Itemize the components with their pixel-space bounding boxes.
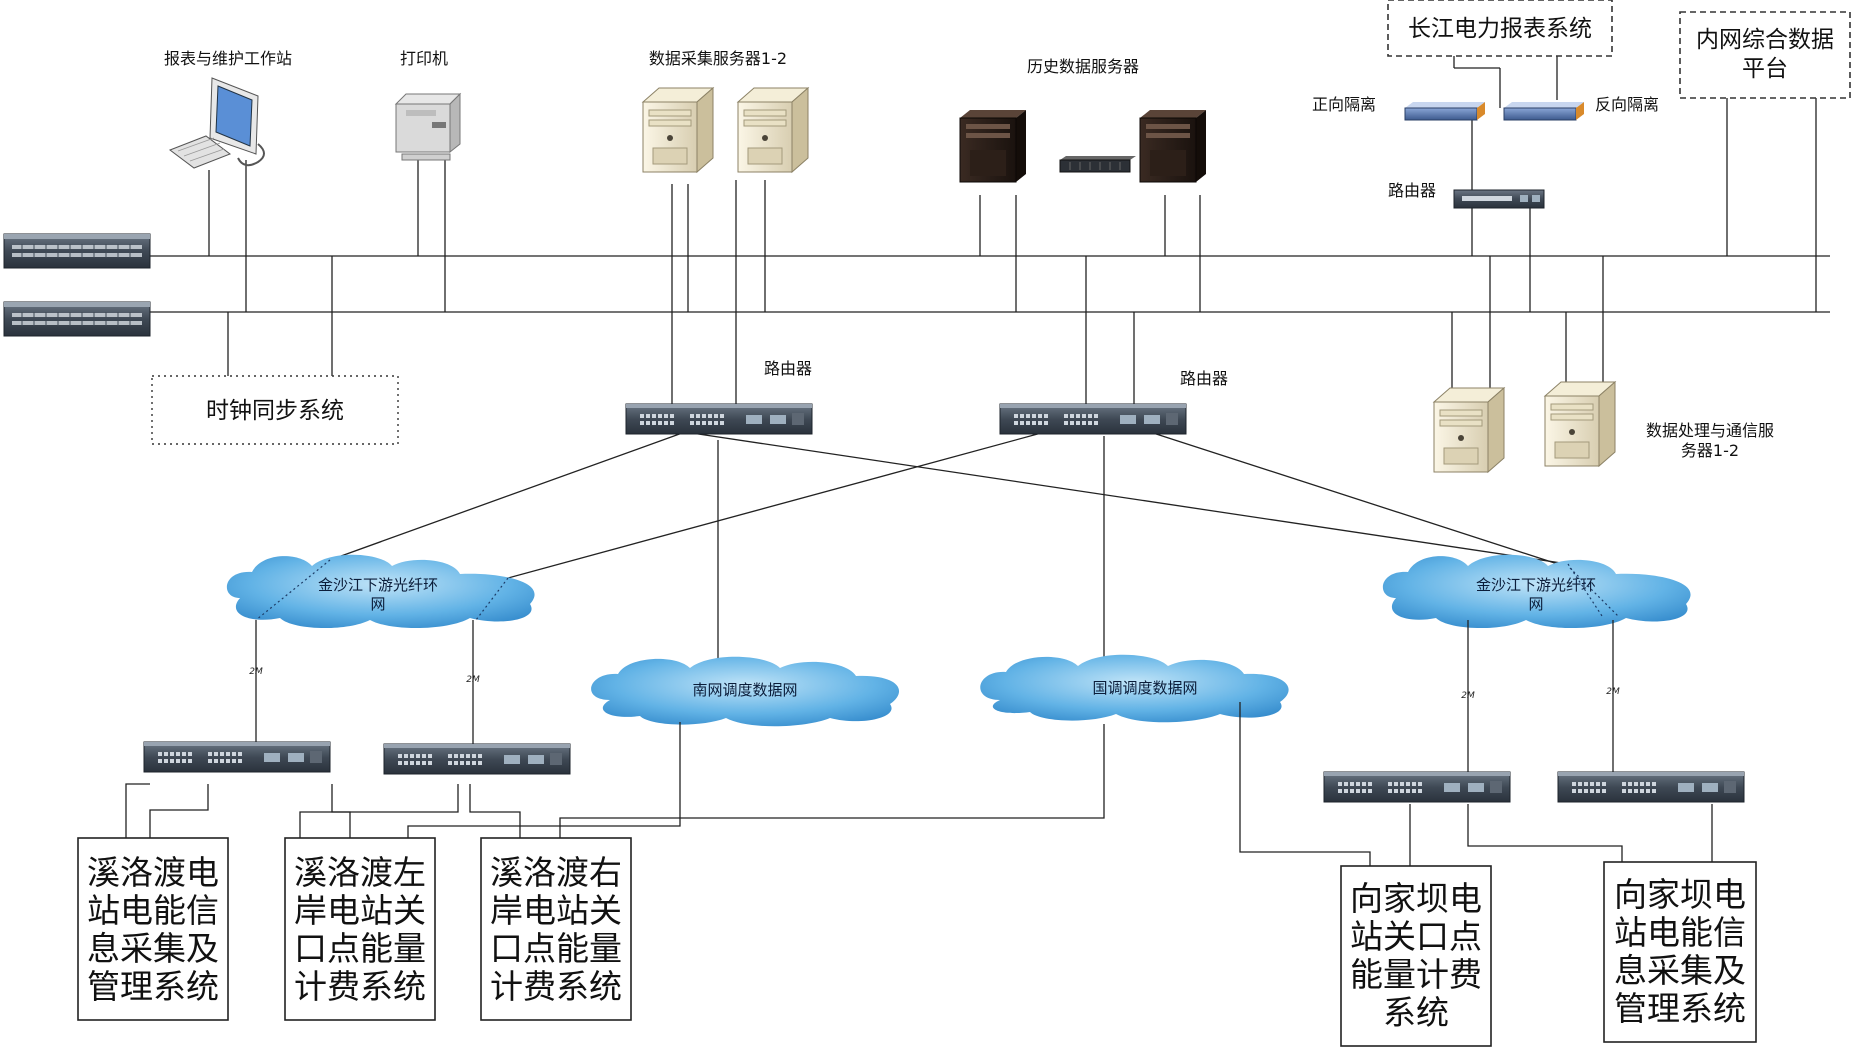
switch-icon-core-1 [3,233,151,269]
drop-lines [208,48,1817,405]
router-left-label: 路由器 [764,359,812,378]
printer-label: 打印机 [400,49,448,68]
switch-icon-xiangjiaba-2 [1557,771,1745,803]
system-text-line: 管理系统 [1614,989,1746,1028]
system-box-xiangjiaba-energy: 向家坝电 站电能信 息采集及 管理系统 [1603,861,1757,1043]
cloud-label-jinsha-left-2: 网 [370,595,385,613]
system-text-line: 计费系统 [294,967,426,1006]
cloud-icon-jinsha-right: 金沙江下游光纤环 网 [1382,554,1691,629]
isolation-device-icon-reverse [1503,101,1585,121]
workstation-icon [168,77,265,169]
system-text-line: 能量计费 [1350,955,1482,994]
changjiang-report-box: 长江电力报表系统 [1387,0,1613,57]
system-box-xiluodu-energy: 溪洛渡电 站电能信 息采集及 管理系统 [77,837,229,1021]
system-text-line: 站关口点 [1350,917,1482,956]
system-text-line: 系统 [1383,993,1449,1032]
changjiang-report-label: 长江电力报表系统 [1408,16,1592,42]
clock-sync-box: 时钟同步系统 [151,375,399,445]
system-text-line: 岸电站关 [490,891,622,930]
router-mid-label: 路由器 [1180,369,1228,388]
cloud-dotted-links [255,559,1619,621]
switch-icon-router-mid [999,403,1187,435]
process-servers-label-1: 数据处理与通信服 [1646,421,1774,440]
cloud-label-jinsha-right-2: 网 [1528,595,1543,613]
system-text-line: 站电能信 [87,891,219,930]
link-label-2m-1: 2M [249,667,263,677]
system-box-xiluodu-left: 溪洛渡左 岸电站关 口点能量 计费系统 [284,837,436,1021]
system-box-xiangjiaba-billing: 向家坝电 站关口点 能量计费 系统 [1340,865,1492,1047]
cloud-label-jinsha-left-1: 金沙江下游光纤环 [318,576,438,594]
system-text-line: 计费系统 [490,967,622,1006]
server-icon-collect-1 [642,87,714,173]
collect-servers-label: 数据采集服务器1-2 [649,49,787,68]
cloud-label-south-grid: 南网调度数据网 [692,681,797,699]
system-text-line: 息采集及 [87,929,219,968]
process-servers-label-2: 务器1-2 [1681,441,1739,460]
system-text-line: 岸电站关 [294,891,426,930]
router-icon-top [1453,189,1545,209]
tower-server-icon-1 [959,109,1027,183]
intranet-label-1: 内网综合数据 [1696,27,1834,53]
clock-sync-label: 时钟同步系统 [206,398,344,424]
cross-links [329,431,1571,685]
system-text-line: 溪洛渡左 [294,853,426,892]
system-box-xiluodu-right: 溪洛渡右 岸电站关 口点能量 计费系统 [480,837,632,1021]
intranet-platform-box: 内网综合数据 平台 [1679,11,1851,99]
isolation-device-icon-forward [1404,101,1486,121]
switch-icon-router-left [625,403,813,435]
switch-icon-xiluodu-2 [383,743,571,775]
server-icon-process-1 [1433,387,1505,473]
router-top-label: 路由器 [1388,181,1436,200]
server-icon-collect-2 [737,87,809,173]
network-bus-lines [150,255,1830,313]
system-text-line: 向家坝电 [1614,875,1746,914]
link-label-2m-4: 2M [1606,687,1620,697]
lower-links [125,620,1713,866]
storage-array-icon [1059,156,1136,173]
tower-server-icon-2 [1139,109,1207,183]
server-icon-process-2 [1544,381,1616,467]
switch-icon-xiluodu-1 [143,741,331,773]
forward-isolation-label: 正向隔离 [1312,95,1376,114]
system-text-line: 向家坝电 [1350,879,1482,918]
history-server-label: 历史数据服务器 [1027,57,1139,76]
system-text-line: 站电能信 [1614,913,1746,952]
cloud-label-state-grid: 国调调度数据网 [1092,679,1197,697]
system-text-line: 溪洛渡右 [490,853,622,892]
cloud-label-jinsha-right-1: 金沙江下游光纤环 [1476,576,1596,594]
printer-icon [394,92,462,161]
link-label-2m-3: 2M [1461,691,1475,701]
cloud-icon-state-grid: 国调调度数据网 [980,654,1289,723]
cloud-icon-south-grid: 南网调度数据网 [591,656,900,727]
system-text-line: 溪洛渡电 [87,853,219,892]
switch-icon-xiangjiaba-1 [1323,771,1511,803]
cloud-icon-jinsha-left: 金沙江下游光纤环 网 [226,554,535,629]
system-text-line: 息采集及 [1614,951,1746,990]
intranet-label-2: 平台 [1742,56,1788,82]
reverse-isolation-label: 反向隔离 [1595,95,1659,114]
system-text-line: 口点能量 [490,929,622,968]
workstation-label: 报表与维护工作站 [164,49,292,68]
switch-icon-core-2 [3,301,151,337]
link-label-2m-2: 2M [466,675,480,685]
system-text-line: 口点能量 [294,929,426,968]
system-text-line: 管理系统 [87,967,219,1006]
